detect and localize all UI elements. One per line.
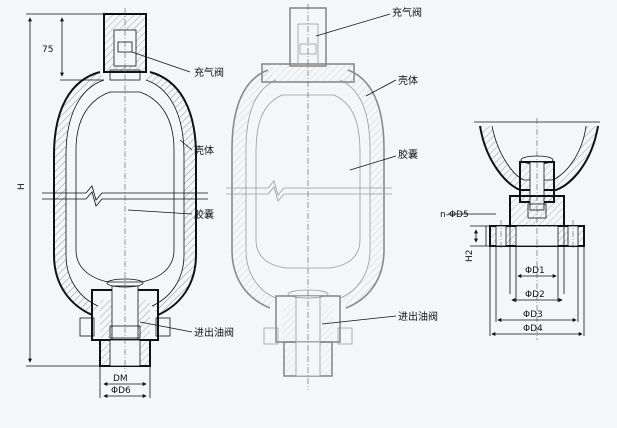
label-charging-valve-middle: 充气阀	[392, 6, 422, 19]
label-bladder-left: 胶囊	[194, 208, 214, 221]
label-charging-valve-left: 充气阀	[194, 66, 224, 79]
label-oil-valve-left: 进出油阀	[194, 326, 234, 339]
right-detail-view	[448, 118, 600, 340]
label-shell-middle: 壳体	[398, 74, 418, 87]
left-section-view	[26, 8, 208, 398]
dim-nd5: n-ΦD5	[440, 210, 469, 220]
dim-75: 75	[42, 45, 53, 55]
dim-d2: ΦD2	[525, 290, 545, 300]
dim-d4: ΦD4	[523, 324, 543, 334]
dim-h: H	[17, 183, 27, 190]
dim-d6: ΦD6	[111, 386, 131, 396]
dim-d1: ΦD1	[525, 266, 545, 276]
dim-dm: DM	[113, 374, 128, 384]
label-oil-valve-middle: 进出油阀	[398, 310, 438, 323]
label-shell-left: 壳体	[194, 144, 214, 157]
middle-section-view	[226, 4, 397, 390]
label-bladder-middle: 胶囊	[398, 148, 418, 161]
dim-d3: ΦD3	[523, 310, 543, 320]
dim-h2: H2	[465, 250, 475, 263]
